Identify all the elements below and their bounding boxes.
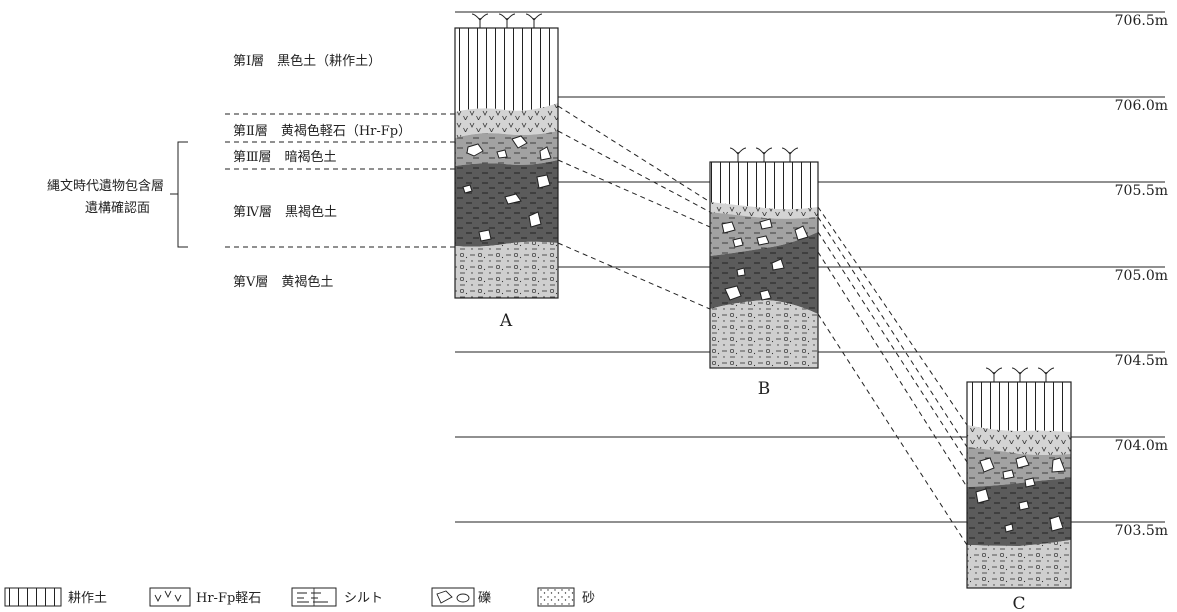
legend-label-gravel: 礫 bbox=[478, 590, 491, 606]
column-b bbox=[709, 147, 819, 369]
elevation-lines bbox=[455, 11, 1165, 523]
layer-boundary-dashes bbox=[225, 113, 455, 248]
layer-pumice bbox=[967, 425, 1071, 455]
legend-swatch-silt bbox=[291, 587, 337, 607]
grass-icon bbox=[729, 147, 799, 162]
layer-yellow-brown bbox=[710, 300, 818, 368]
column-label-a: A bbox=[499, 311, 513, 331]
layer-label-1: 第Ⅰ層 黒色土（耕作土） bbox=[233, 53, 381, 69]
bracket bbox=[170, 141, 188, 248]
layer-black-brown bbox=[455, 160, 558, 247]
elevation-label: 704.5m bbox=[1115, 353, 1168, 369]
gravel bbox=[462, 135, 552, 242]
layer-dark-brown bbox=[455, 131, 558, 166]
layer-label-5: 第Ⅴ層 黄褐色土 bbox=[233, 274, 333, 290]
elevation-label: 704.0m bbox=[1115, 438, 1168, 454]
column-outline bbox=[966, 381, 1072, 589]
correlation-lines bbox=[557, 105, 968, 546]
layer-pumice bbox=[455, 103, 558, 138]
column-label-b: B bbox=[758, 379, 771, 399]
elevation-label: 705.5m bbox=[1115, 183, 1168, 199]
layer-cultivated bbox=[455, 28, 558, 112]
bracket-label-line-1: 縄文時代遺物包含層 bbox=[47, 178, 164, 194]
layer-yellow-brown bbox=[967, 540, 1071, 588]
column-c bbox=[966, 367, 1072, 589]
layer-label-2: 第Ⅱ層 黄褐色軽石（Hr-Fp） bbox=[233, 123, 411, 139]
legend-label-pumice: Hr-Fp軽石 bbox=[196, 591, 261, 606]
legend-label-cultivated: 耕作土 bbox=[68, 590, 107, 606]
layer-label-4: 第Ⅳ層 黒褐色土 bbox=[233, 204, 337, 220]
layer-black-brown bbox=[967, 478, 1071, 546]
elevation-label: 706.0m bbox=[1115, 98, 1168, 114]
grass-icon bbox=[985, 367, 1055, 382]
elevation-label: 705.0m bbox=[1115, 268, 1168, 284]
elevation-label: 703.5m bbox=[1115, 523, 1168, 539]
legend-swatch-pumice bbox=[149, 587, 191, 607]
layer-cultivated bbox=[710, 162, 818, 210]
legend-label-sand: 砂 bbox=[582, 591, 595, 606]
column-label-c: C bbox=[1012, 594, 1025, 612]
column-a bbox=[454, 13, 559, 299]
grass-icon bbox=[471, 13, 543, 28]
gravel bbox=[975, 455, 1066, 533]
legend-label-silt: シルト bbox=[344, 591, 383, 606]
legend-swatch-cultivated bbox=[4, 587, 62, 607]
layer-cultivated bbox=[967, 382, 1071, 432]
legend-swatch-sand bbox=[537, 587, 575, 607]
layer-label-3: 第Ⅲ層 暗褐色土 bbox=[233, 149, 337, 165]
layer-pumice bbox=[710, 202, 818, 219]
legend-swatch-gravel bbox=[431, 587, 475, 607]
legend: 耕作土 Hr-Fp軽石 シルト 礫 砂 bbox=[4, 587, 595, 607]
elevation-label: 706.5m bbox=[1115, 13, 1168, 29]
layer-yellow-brown bbox=[455, 241, 558, 298]
gravel bbox=[721, 218, 809, 301]
bracket-label-line-2: 遺構確認面 bbox=[85, 200, 150, 216]
